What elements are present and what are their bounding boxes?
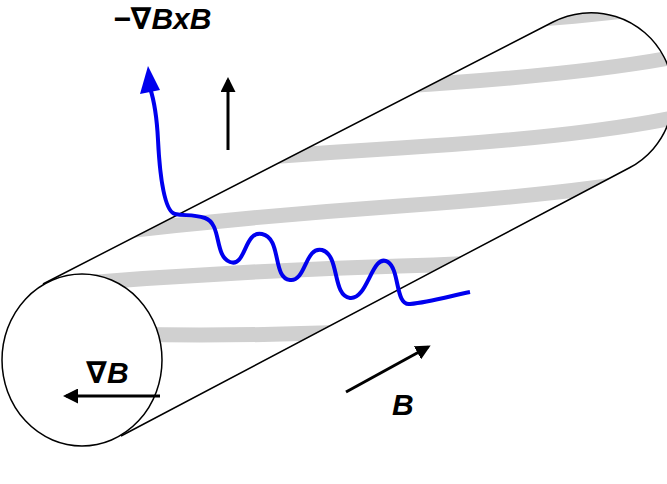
gradient-arrow — [66, 395, 160, 398]
stripe — [0, 0, 667, 58]
tube-end-face — [2, 274, 162, 446]
trajectory-arrowhead — [140, 66, 160, 94]
stripe — [0, 112, 667, 182]
particle-trajectory — [150, 88, 470, 304]
stripe — [0, 52, 667, 118]
field-arrow — [346, 347, 428, 392]
stripe — [0, 170, 667, 246]
tube-outline — [43, 13, 667, 436]
field-label: B — [392, 388, 414, 421]
drift-label: −∇BxB — [113, 2, 211, 35]
gradient-label: ∇B — [86, 356, 129, 389]
drift-arrow — [227, 80, 230, 150]
